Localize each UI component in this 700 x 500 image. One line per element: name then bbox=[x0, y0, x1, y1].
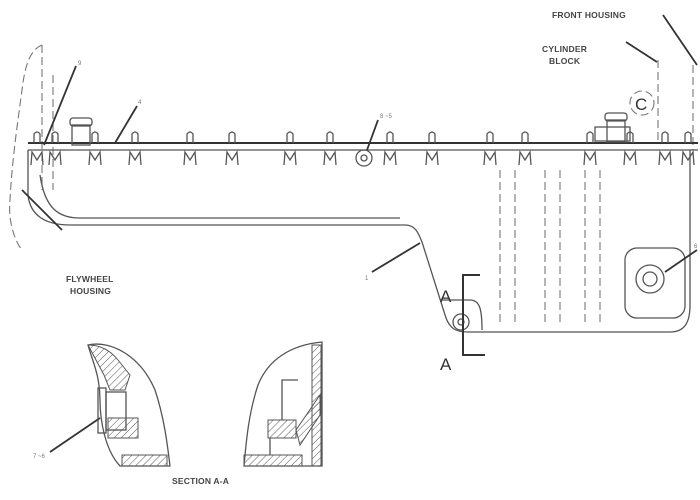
bolt-boss bbox=[681, 149, 695, 166]
flange-bolt bbox=[131, 131, 139, 143]
section-cut-line bbox=[462, 274, 485, 356]
bolt-boss bbox=[518, 149, 532, 166]
bolt-boss bbox=[128, 149, 142, 166]
bolt-boss bbox=[383, 149, 397, 166]
flywheel-housing-label: FLYWHEEL bbox=[66, 274, 114, 284]
flywheel-housing-outline bbox=[9, 44, 43, 251]
section-a-a-left bbox=[87, 343, 171, 467]
bolt-boss bbox=[283, 149, 297, 166]
bolt-boss bbox=[88, 149, 102, 166]
plug-section-a bbox=[452, 313, 470, 331]
detail-c-label: C bbox=[635, 95, 647, 114]
flange-bolt bbox=[228, 131, 236, 143]
flange-bolt bbox=[326, 131, 334, 143]
flange-bolt bbox=[661, 131, 669, 143]
cylinder-block-label: CYLINDER bbox=[542, 44, 587, 54]
cylinder-block-label-2: BLOCK bbox=[549, 56, 581, 66]
left-fitting bbox=[71, 124, 91, 146]
callout-8: 8 ~5 bbox=[380, 114, 393, 120]
flywheel-housing-label-2: HOUSING bbox=[70, 286, 111, 296]
section-a-a-title: SECTION A-A bbox=[172, 476, 229, 486]
drain-plug-6 bbox=[635, 264, 665, 294]
bolt-boss bbox=[623, 149, 637, 166]
bolt-boss bbox=[225, 149, 239, 166]
callout-9: 9 bbox=[78, 61, 82, 67]
flange-bolt bbox=[51, 131, 59, 143]
plug-8 bbox=[355, 149, 373, 167]
flange-bolt bbox=[586, 131, 594, 143]
callout-1: 1 bbox=[365, 276, 369, 282]
bolt-boss bbox=[323, 149, 337, 166]
flange-bolt bbox=[186, 131, 194, 143]
flange-bolt bbox=[91, 131, 99, 143]
section-marker-a-bottom: A bbox=[440, 355, 452, 374]
bolt-boss bbox=[48, 149, 62, 166]
flange-bolt bbox=[521, 131, 529, 143]
bolt-boss bbox=[425, 149, 439, 166]
front-housing-label: FRONT HOUSING bbox=[552, 10, 626, 20]
flange-bolt bbox=[684, 131, 692, 143]
section-marker-a-top: A bbox=[440, 287, 452, 306]
callout-6: 6 bbox=[694, 244, 698, 250]
bolt-boss bbox=[30, 149, 44, 166]
oil-pan-body bbox=[27, 150, 691, 333]
flange-bolt bbox=[33, 131, 41, 143]
flange-bolt bbox=[428, 131, 436, 143]
flange-bolts bbox=[30, 131, 695, 166]
bolt-boss bbox=[583, 149, 597, 166]
bolt-boss bbox=[183, 149, 197, 166]
bolt-boss bbox=[483, 149, 497, 166]
detail-c-circle bbox=[629, 90, 655, 116]
flange-bolt bbox=[286, 131, 294, 143]
pan-ribs bbox=[499, 170, 601, 325]
flange-bolt bbox=[486, 131, 494, 143]
callout-7: 7 ~6 bbox=[33, 454, 46, 460]
section-a-a-right bbox=[243, 341, 323, 467]
right-fitting bbox=[606, 119, 626, 143]
callout-4: 4 bbox=[138, 100, 142, 106]
flange-bolt bbox=[386, 131, 394, 143]
bolt-boss bbox=[658, 149, 672, 166]
